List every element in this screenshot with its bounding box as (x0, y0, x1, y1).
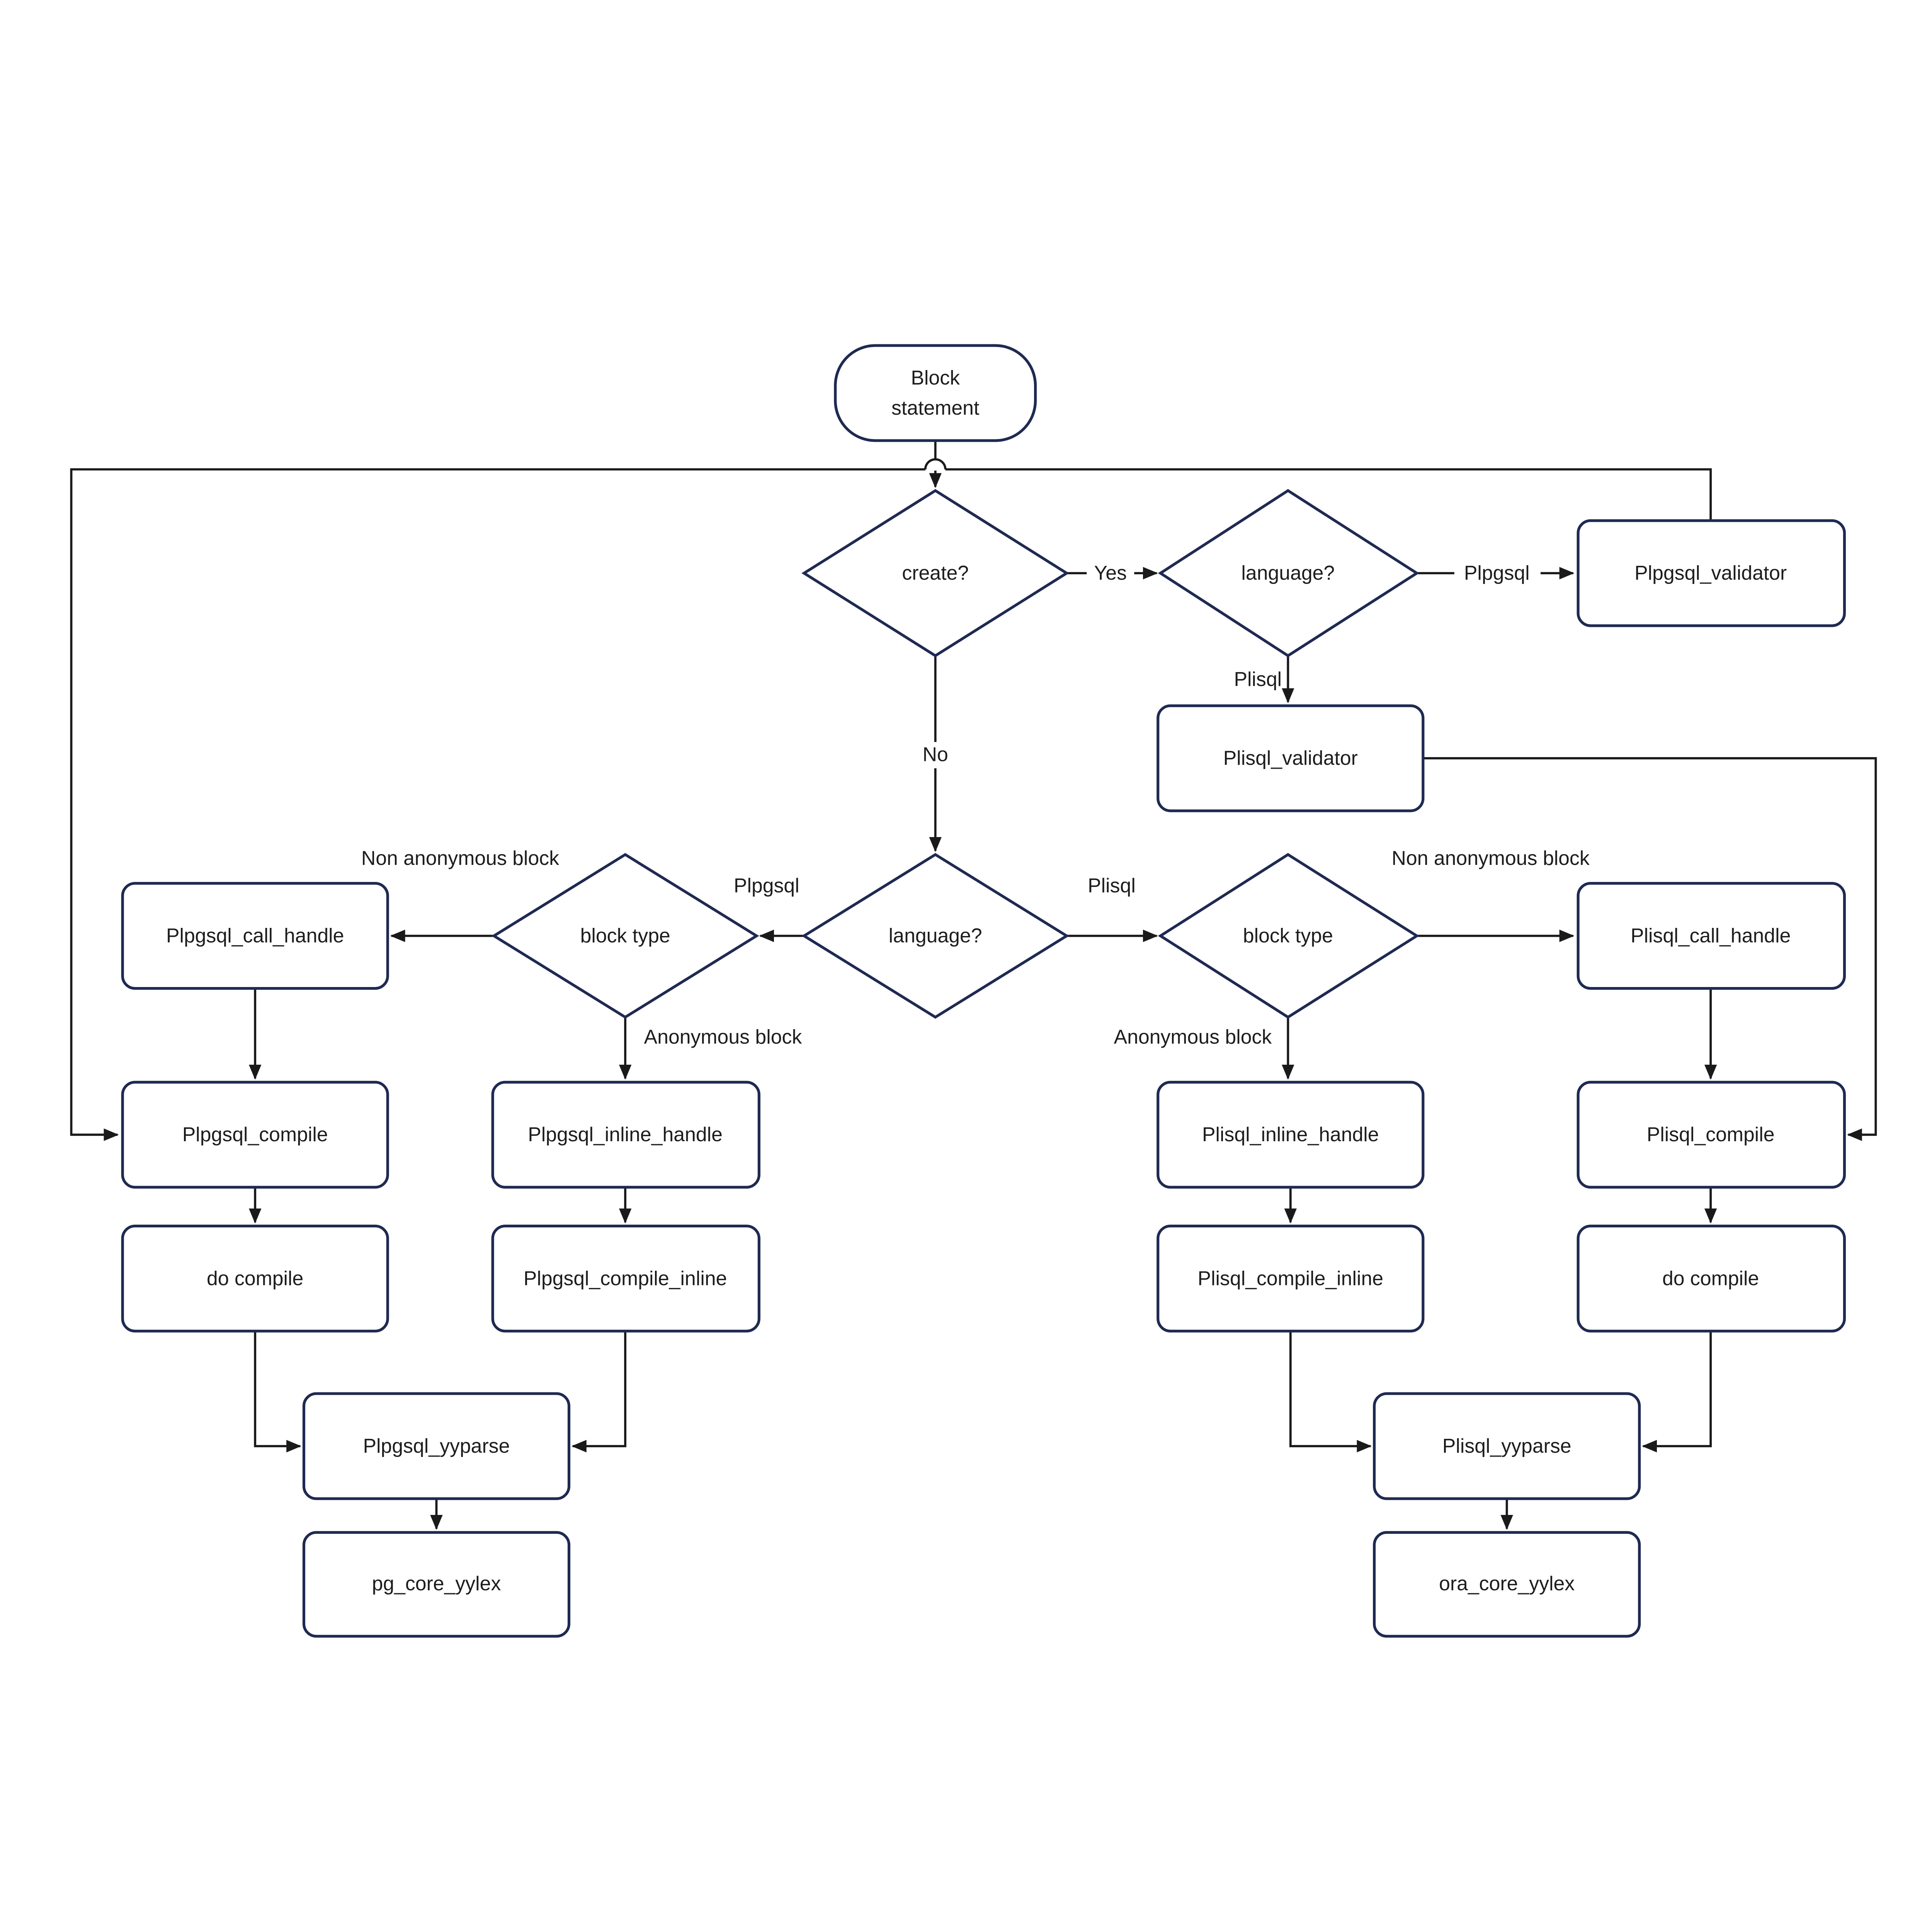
node-ora-core-yylex-label: ora_core_yylex (1439, 1572, 1575, 1595)
connector-docompile-yyparse-right (1642, 1331, 1712, 1453)
node-plisql-yyparse-label: Plisql_yyparse (1442, 1435, 1571, 1457)
edge-label-plpgsql-top: Plpgsql (1464, 562, 1530, 584)
node-do-compile-left (121, 1224, 389, 1333)
node-plisql-compile-label: Plisql_compile (1647, 1123, 1775, 1145)
edge-label-yes: Yes (1094, 562, 1127, 584)
node-do-compile-right (1577, 1224, 1846, 1333)
node-plisql-compile-inline (1156, 1224, 1425, 1333)
node-do-compile-right-label: do compile (1662, 1267, 1759, 1289)
node-do-compile-left-label: do compile (207, 1267, 303, 1289)
node-ora-core-yylex (1373, 1531, 1641, 1638)
connector-docompile-yyparse-left (254, 1331, 301, 1453)
node-plpgsql-compile (121, 1081, 389, 1189)
node-pg-core-yylex (302, 1531, 571, 1638)
edge-label-plisql-top: Plisql (1234, 668, 1282, 690)
node-plisql-validator (1156, 704, 1425, 812)
node-plpgsql-call-handle (121, 882, 389, 990)
connector-compileinline-yyparse-right (1289, 1331, 1372, 1453)
node-plisql-validator-label: Plisql_validator (1223, 747, 1358, 769)
connectors (70, 441, 1877, 1530)
node-plpgsql-compile-inline-label: Plpgsql_compile_inline (524, 1267, 727, 1289)
node-block-type-right-decision (1158, 853, 1420, 1019)
edge-label-yes-bg (1087, 560, 1134, 587)
edge-label-anonymous-right: Anonymous block (1114, 1026, 1272, 1048)
edge-label-plpgsql-top-bg (1454, 560, 1541, 587)
node-language-top-label: language? (1241, 562, 1335, 584)
node-plisql-compile-inline-label: Plisql_compile_inline (1198, 1267, 1384, 1289)
connector-compileinline-yyparse-left (571, 1331, 627, 1453)
node-plpgsql-inline-handle-label: Plpgsql_inline_handle (528, 1123, 723, 1145)
node-language-mid-label: language? (889, 924, 982, 947)
connector-validator-loop-right-segment (945, 468, 1712, 521)
line-jump-arc (924, 458, 947, 470)
node-block-statement-label-line2: statement (891, 397, 979, 419)
node-plpgsql-compile-label: Plpgsql_compile (182, 1123, 328, 1145)
node-pg-core-yylex-label: pg_core_yylex (372, 1572, 501, 1595)
node-plpgsql-call-handle-label: Plpgsql_call_handle (166, 924, 344, 947)
edge-label-plisql-mid: Plisql (1088, 874, 1136, 897)
edge-label-non-anonymous-left: Non anonymous block (361, 847, 559, 869)
edge-labels: Yes No Plpgsql Plisql Plpgsql Plisql Non… (361, 560, 1590, 1048)
edge-label-non-anonymous-right: Non anonymous block (1392, 847, 1590, 869)
node-plpgsql-yyparse-label: Plpgsql_yyparse (363, 1435, 510, 1457)
node-plisql-call-handle-label: Plisql_call_handle (1631, 924, 1791, 947)
node-plpgsql-compile-inline (491, 1224, 760, 1333)
node-block-type-left-decision (491, 853, 759, 1019)
node-plpgsql-inline-handle (491, 1081, 760, 1189)
connector-plisqlvalidator-loop-compile (1423, 757, 1877, 1141)
node-plpgsql-yyparse (302, 1392, 571, 1500)
edge-label-plpgsql-mid: Plpgsql (734, 874, 799, 897)
node-block-type-left-label: block type (580, 924, 670, 947)
node-plisql-call-handle (1577, 882, 1846, 990)
nodes: Block statement create? language? Plpgsq… (121, 344, 1846, 1638)
node-plisql-inline-handle (1156, 1081, 1425, 1189)
node-block-statement-label-line1: Block (911, 366, 960, 389)
edge-label-no-bg (912, 742, 959, 768)
node-block-statement (834, 344, 1037, 442)
node-create-label: create? (902, 562, 969, 584)
node-plisql-compile (1577, 1081, 1846, 1189)
node-plisql-yyparse (1373, 1392, 1641, 1500)
node-language-top-decision (1158, 489, 1420, 657)
node-plpgsql-validator-label: Plpgsql_validator (1634, 562, 1787, 584)
edge-label-no: No (923, 743, 948, 765)
node-plpgsql-validator (1577, 519, 1846, 627)
node-language-mid-decision (801, 853, 1070, 1019)
connector-validator-loop-left-segment (70, 468, 925, 1141)
node-create-decision (801, 489, 1070, 657)
node-plisql-inline-handle-label: Plisql_inline_handle (1202, 1123, 1379, 1145)
node-block-type-right-label: block type (1243, 924, 1333, 947)
edge-label-anonymous-left: Anonymous block (644, 1026, 802, 1048)
